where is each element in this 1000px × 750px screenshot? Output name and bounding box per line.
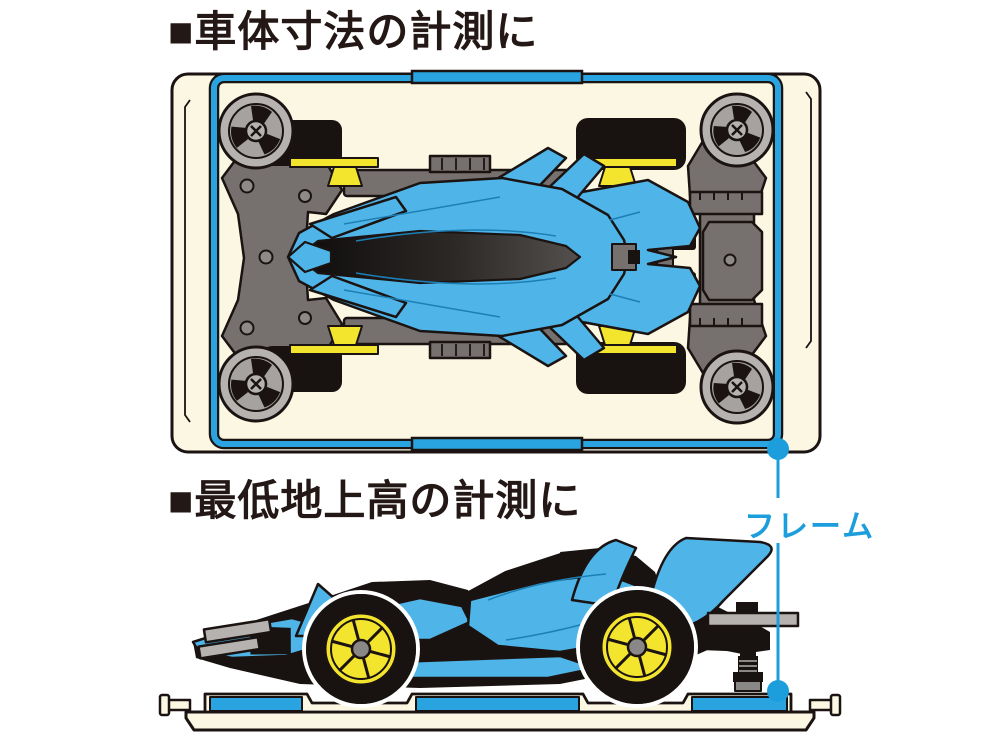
car-top-view (217, 92, 775, 425)
frame-callout-label: フレーム (744, 509, 876, 544)
body-rear-gear-cover (611, 243, 640, 271)
car-side-view (191, 536, 800, 708)
rear-stay-teeth (699, 192, 743, 326)
rear-stay-bars (688, 190, 764, 328)
rear-plate-hole (723, 253, 737, 267)
roller-front-left-icon (217, 92, 295, 170)
roller-rear-right-icon (699, 349, 775, 425)
rail-ribs (441, 158, 485, 356)
damper-stem (740, 648, 756, 658)
frame-base-side-view (158, 692, 842, 732)
front-wheel-spokes (330, 618, 392, 680)
body-accent-lines (343, 196, 641, 318)
damper-nut (733, 672, 763, 682)
damper-threads (739, 660, 757, 672)
body-front-winglet-bottom (308, 274, 408, 319)
roller-rear-left-icon (699, 92, 775, 168)
callout-dot-bottom (767, 680, 789, 702)
base-blue-strips (209, 696, 788, 712)
frame-callout (767, 438, 789, 702)
front-bumper-side-view (197, 617, 291, 660)
damper-foot (734, 680, 762, 692)
base-main-plate (184, 710, 816, 732)
body-nose-cap (286, 240, 333, 274)
side-diagram-ground-clearance (158, 536, 842, 732)
callout-dot-top (767, 438, 789, 460)
front-bumper-screw-holes (239, 178, 312, 336)
roller-front-right-icon (217, 345, 295, 423)
frame-plate-right-detail-line (805, 91, 812, 349)
frame-plate-left-detail-line (184, 99, 191, 423)
front-wheel-side-view (302, 590, 420, 708)
base-left-pin (158, 693, 192, 717)
rear-roller-bar (706, 611, 800, 628)
top-diagram-frame-with-car (170, 69, 822, 454)
frame-top-tab (410, 69, 584, 85)
frame-bottom-tab (410, 436, 584, 452)
body-front-winglet-top (308, 195, 408, 240)
body-canopy-top-view (295, 229, 582, 285)
heading-ground-clearance: ■最低地上高の計測に (168, 477, 582, 524)
base-right-pin (808, 693, 842, 717)
rear-wheel-spokes (606, 616, 668, 678)
rear-wheel-side-view (576, 586, 698, 708)
corner-rollers (217, 92, 775, 425)
canopy-highlight-line (467, 551, 561, 591)
heading-body-dimensions: ■車体寸法の計測に (168, 8, 539, 55)
